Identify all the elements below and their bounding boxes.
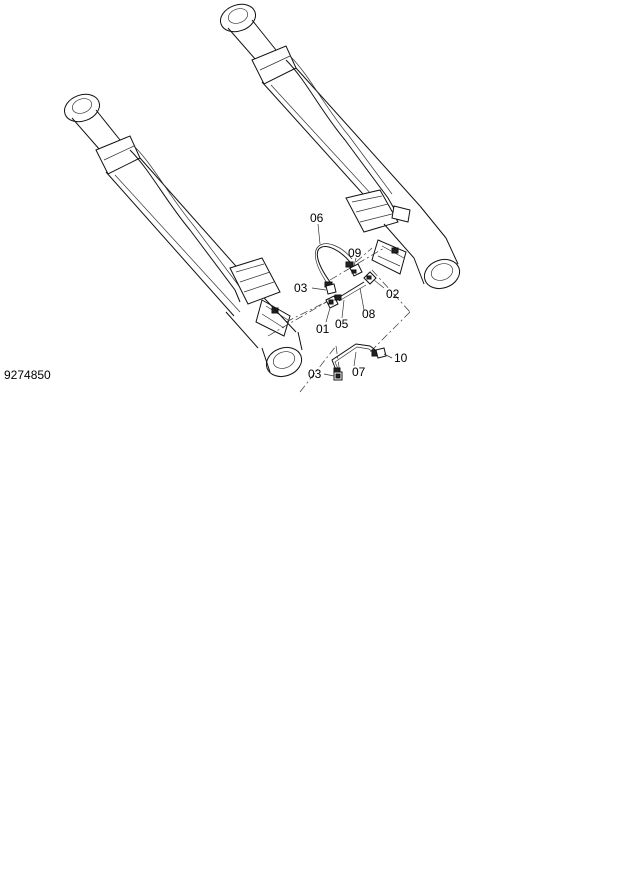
callout-05: 05 (335, 317, 349, 331)
pipe-05-icon (334, 281, 367, 302)
leader-lines (311, 223, 393, 377)
fitting-03-lower-icon (333, 371, 343, 381)
fitting-02-icon (363, 271, 377, 285)
right-cylinder-icon (220, 3, 461, 290)
fitting-03-upper-icon (325, 283, 337, 295)
fitting-09-icon (349, 263, 363, 277)
drawing-number: 9274850 (4, 368, 51, 382)
pipe-07-icon (331, 343, 380, 375)
callout-03-lower: 03 (308, 367, 322, 381)
callout-06: 06 (310, 211, 324, 225)
callout-07: 07 (352, 365, 366, 379)
callout-01: 01 (316, 322, 330, 336)
callout-09: 09 (348, 246, 362, 260)
callout-02: 02 (386, 287, 400, 301)
left-cylinder-icon (64, 93, 303, 378)
callout-08: 08 (362, 307, 376, 321)
fitting-10-icon (375, 347, 387, 359)
callout-10: 10 (394, 351, 408, 365)
callout-03-upper: 03 (294, 281, 308, 295)
